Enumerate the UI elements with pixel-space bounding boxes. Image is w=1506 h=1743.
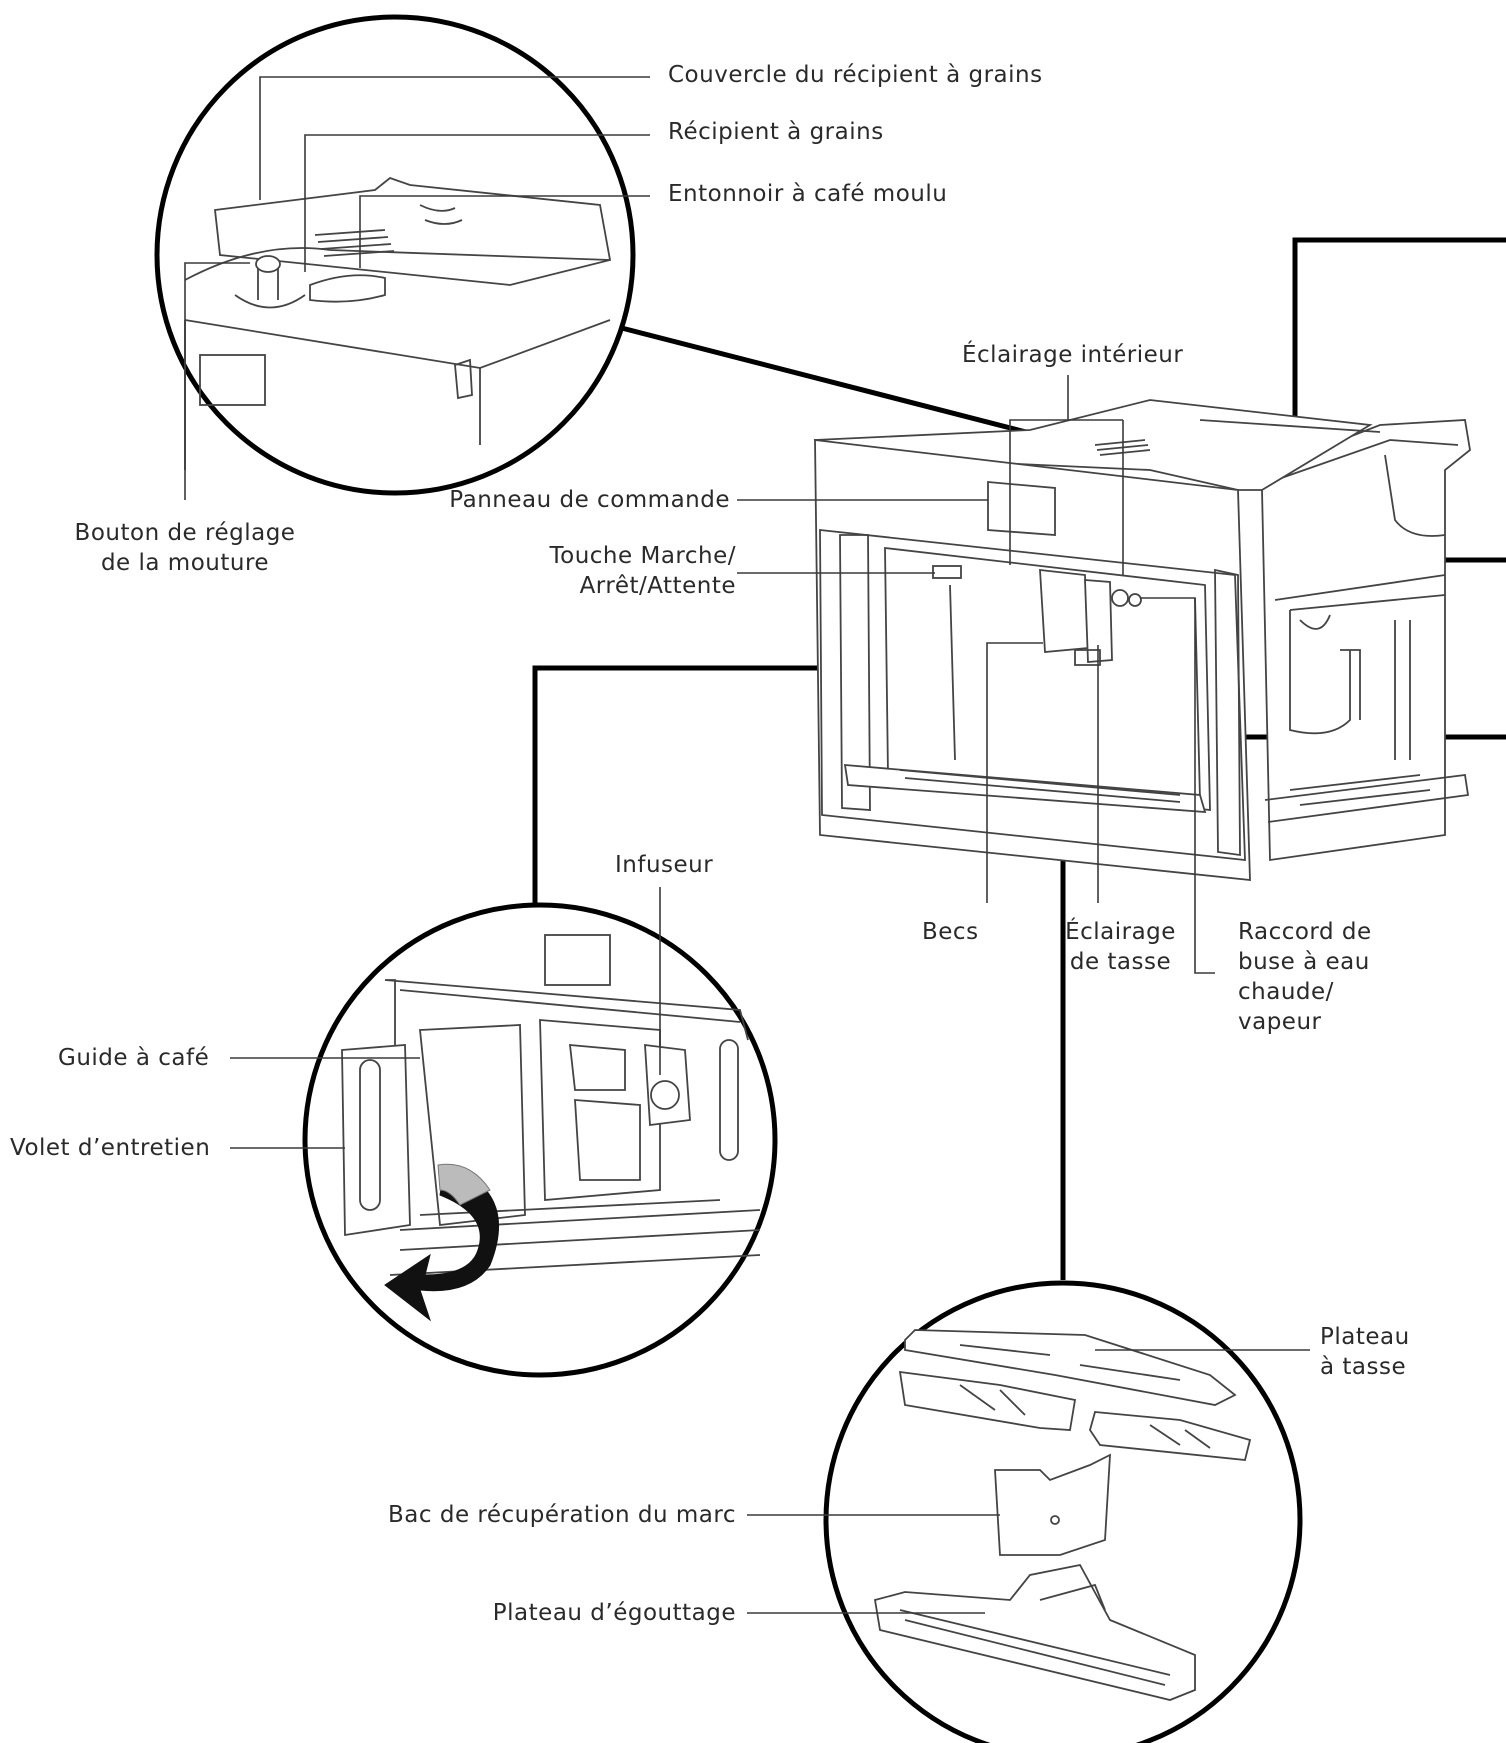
drip-tray-part bbox=[873, 1563, 1196, 1701]
trays-detail-circle bbox=[823, 1280, 1303, 1743]
control-panel-display bbox=[987, 481, 1056, 536]
rotation-arrow-icon bbox=[384, 1163, 499, 1322]
label-service-door: Volet d’entretien bbox=[10, 1135, 211, 1161]
label-nozzle-line3: chaude/ bbox=[1238, 979, 1334, 1005]
spout-unit bbox=[1039, 568, 1089, 653]
connector-left-circle bbox=[532, 665, 900, 915]
label-brewer: Infuseur bbox=[615, 852, 714, 878]
bean-container-detail-circle bbox=[154, 14, 636, 496]
label-cup-tray: Plateau à tasse bbox=[1320, 1322, 1410, 1382]
label-nozzle-line1: Raccord de bbox=[1238, 919, 1372, 945]
label-cup-light: Éclairage de tasse bbox=[1058, 917, 1183, 977]
label-bean-container: Récipient à grains bbox=[668, 119, 884, 145]
label-coffee-guide: Guide à café bbox=[58, 1045, 210, 1071]
label-control-panel: Panneau de commande bbox=[449, 487, 730, 513]
label-interior-light: Éclairage intérieur bbox=[962, 342, 1184, 368]
connector-right-top bbox=[1292, 237, 1506, 425]
brewer bbox=[644, 1043, 691, 1127]
grind-knob bbox=[234, 255, 306, 309]
label-drip-tray: Plateau d’égouttage bbox=[492, 1600, 736, 1626]
label-cup-tray-line1: Plateau bbox=[1320, 1324, 1410, 1350]
label-power-key-line1: Touche Marche/ bbox=[549, 543, 736, 569]
cup-tray-part bbox=[904, 1329, 1237, 1406]
label-grind-knob-line2: de la mouture bbox=[100, 550, 270, 576]
grille bbox=[314, 229, 395, 257]
grounds-bin-part bbox=[994, 1453, 1111, 1556]
label-nozzle: Raccord de buse à eau chaude/ vapeur bbox=[1238, 917, 1372, 1037]
label-power-key: Touche Marche/ Arrêt/Attente bbox=[480, 541, 736, 601]
label-grind-knob-line1: Bouton de réglage bbox=[74, 520, 296, 546]
brewer-detail-circle bbox=[302, 902, 778, 1378]
label-grind-knob: Bouton de réglage de la mouture bbox=[62, 518, 308, 578]
service-door bbox=[341, 1044, 411, 1237]
label-ground-funnel: Entonnoir à café moulu bbox=[668, 181, 948, 207]
label-nozzle-line4: vapeur bbox=[1238, 1009, 1322, 1035]
connector-top-circle bbox=[609, 322, 1066, 445]
label-cup-light-line1: Éclairage bbox=[1065, 919, 1176, 945]
label-bean-lid: Couvercle du récipient à grains bbox=[668, 62, 1043, 88]
coffee-machine-illustration bbox=[813, 399, 1471, 882]
label-grounds-bin: Bac de récupération du marc bbox=[388, 1502, 736, 1528]
label-leaders bbox=[184, 76, 1310, 1614]
label-spouts: Becs bbox=[922, 919, 979, 945]
label-nozzle-line2: buse à eau bbox=[1238, 949, 1370, 975]
label-cup-tray-line2: à tasse bbox=[1320, 1354, 1407, 1380]
label-power-key-line2: Arrêt/Attente bbox=[579, 573, 736, 599]
label-cup-light-line2: de tasse bbox=[1069, 949, 1172, 975]
